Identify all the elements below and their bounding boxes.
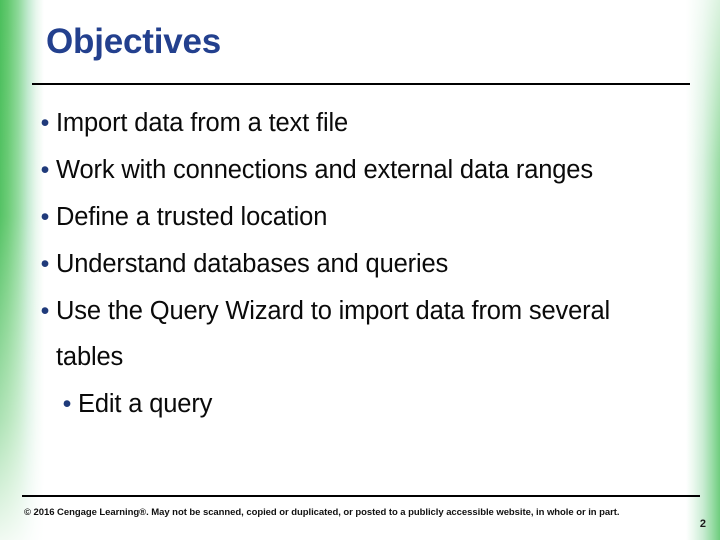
list-item: • Use the Query Wizard to import data fr… xyxy=(34,288,674,380)
title-divider-line xyxy=(32,83,690,85)
list-item: • Import data from a text file xyxy=(34,100,674,146)
bullet-dot-icon: • xyxy=(40,109,50,137)
page-number: 2 xyxy=(699,518,706,530)
bullet-dot-icon: • xyxy=(40,250,50,278)
slide-title: Objectives xyxy=(46,22,222,61)
bullet-dot-icon: • xyxy=(40,203,50,231)
list-item-label: Edit a query xyxy=(78,390,213,418)
bullet-dot-icon: • xyxy=(62,390,72,418)
list-item-label: Define a trusted location xyxy=(56,203,328,231)
list-item-label: Use the Query Wizard to import data from… xyxy=(56,297,610,371)
list-item: • Understand databases and queries xyxy=(34,241,674,287)
list-item: • Edit a query xyxy=(34,381,674,427)
right-green-accent-band xyxy=(686,0,720,540)
list-item: • Work with connections and external dat… xyxy=(34,147,674,193)
bullet-dot-icon: • xyxy=(40,156,50,184)
list-item-label: Import data from a text file xyxy=(56,109,349,137)
list-item-label: Work with connections and external data … xyxy=(56,156,593,184)
list-item-label: Understand databases and queries xyxy=(56,250,449,278)
copyright-notice: © 2016 Cengage Learning®. May not be sca… xyxy=(24,507,620,518)
bullet-list: • Import data from a text file • Work wi… xyxy=(34,100,674,428)
bullet-dot-icon: • xyxy=(40,297,50,325)
list-item: • Define a trusted location xyxy=(34,194,674,240)
footer-divider-line xyxy=(22,495,700,497)
